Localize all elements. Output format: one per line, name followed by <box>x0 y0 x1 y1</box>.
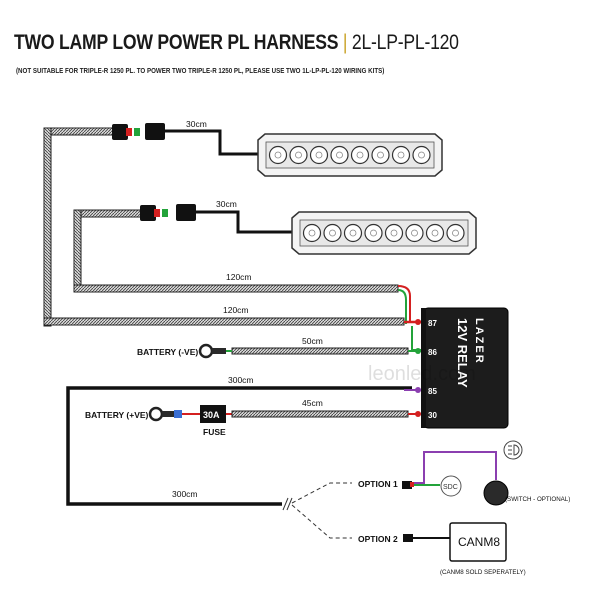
product-code: 2L-LP-PL-120 <box>351 30 459 54</box>
relay-label: 12V RELAY <box>455 318 470 388</box>
led-reflector <box>384 223 404 243</box>
battery-positive-terminal <box>148 406 200 422</box>
lamp2-run-length: 120cm <box>226 272 252 282</box>
led-emitter <box>370 229 377 237</box>
watermark: leonled.com <box>368 363 476 385</box>
fuse-label: FUSE <box>203 427 226 437</box>
led-reflector <box>425 223 445 243</box>
led-emitter <box>295 151 302 159</box>
lamp2-light-bar <box>291 211 477 255</box>
led-emitter <box>336 151 343 159</box>
lamp2-connector <box>140 204 196 221</box>
battery-negative-label: BATTERY (-VE) <box>137 347 198 357</box>
battery-negative-terminal <box>198 343 226 359</box>
canm8-note: (CANM8 SOLD SEPERATELY) <box>440 569 526 576</box>
lamp2-lead-wire <box>196 210 292 234</box>
led-reflector <box>391 145 411 165</box>
lamp1-lead-length: 30cm <box>186 119 207 129</box>
led-emitter <box>418 151 425 159</box>
option1-wiring <box>402 451 497 489</box>
relay-pin-30: 30 <box>428 411 437 420</box>
relay-pin-85: 85 <box>428 387 437 396</box>
relay-pin-86: 86 <box>428 348 437 357</box>
battery-negative-length: 50cm <box>302 336 323 346</box>
led-emitter <box>431 229 439 237</box>
relay-pins: 87 86 85 30 <box>415 319 437 420</box>
led-emitter <box>308 229 316 237</box>
lamp2-lead-length: 30cm <box>216 199 237 209</box>
relay-body: LAZER 12V RELAY <box>421 307 509 429</box>
battery-negative-loom <box>231 347 409 355</box>
push-switch-icon <box>483 480 509 506</box>
led-emitter <box>315 151 323 159</box>
led-emitter <box>390 229 398 237</box>
led-emitter <box>452 229 459 237</box>
fuse-holder: 30A <box>200 405 226 423</box>
led-reflector <box>412 145 431 165</box>
canm8-module: CANM8 <box>449 522 507 562</box>
led-reflector <box>343 223 363 243</box>
led-reflector <box>309 145 329 165</box>
page-title: TWO LAMP LOW POWER PL HARNESS | 2L-LP-PL… <box>14 30 459 55</box>
led-reflector <box>350 145 370 165</box>
switch-optional-note: (SWITCH - OPTIONAL) <box>505 496 570 503</box>
switch-run-length-bottom: 300cm <box>172 489 198 499</box>
led-emitter <box>349 229 357 237</box>
lamp1-connector <box>112 123 165 140</box>
battery-positive-label: BATTERY (+VE) <box>85 410 149 420</box>
option1-label: OPTION 1 <box>358 479 398 489</box>
spot-beam-icon: SDC <box>440 475 462 497</box>
lamp-indicator-icon <box>503 440 523 460</box>
led-reflector <box>405 223 424 243</box>
lamp1-run-length: 120cm <box>223 305 249 315</box>
title-text: TWO LAMP LOW POWER PL HARNESS <box>14 30 339 54</box>
led-reflector <box>371 145 390 165</box>
led-reflector <box>268 145 288 165</box>
title-separator: | <box>342 30 348 54</box>
led-reflector <box>323 223 342 243</box>
led-emitter <box>377 151 384 159</box>
led-emitter <box>274 151 282 159</box>
option1-dashed-line <box>291 482 352 504</box>
option2-label: OPTION 2 <box>358 534 398 544</box>
switch-run-length-top: 300cm <box>228 375 254 385</box>
canm8-label: CANM8 <box>458 535 500 549</box>
lamp1-lead-wire <box>165 129 258 156</box>
battery-positive-loom <box>231 410 409 418</box>
wire-break-mark <box>282 497 293 511</box>
switch-run-wire <box>66 386 412 506</box>
fuse-value: 30A <box>203 410 220 420</box>
lamp1-light-bar <box>257 133 443 177</box>
relay-brand: LAZER <box>473 318 485 365</box>
led-emitter <box>329 229 336 237</box>
led-emitter <box>411 229 418 237</box>
led-reflector <box>364 223 383 243</box>
page-subtitle: (NOT SUITABLE FOR TRIPLE-R 1250 PL. TO P… <box>16 66 385 75</box>
led-emitter <box>356 151 364 159</box>
led-reflector <box>446 223 465 243</box>
led-emitter <box>397 151 405 159</box>
option2-wiring <box>403 534 450 542</box>
led-reflector <box>330 145 349 165</box>
svg-text:SDC: SDC <box>443 484 458 491</box>
option2-dashed-line <box>291 504 352 539</box>
led-reflector <box>289 145 308 165</box>
relay-pin-87: 87 <box>428 319 437 328</box>
battery-positive-length: 45cm <box>302 398 323 408</box>
led-reflector <box>302 223 322 243</box>
